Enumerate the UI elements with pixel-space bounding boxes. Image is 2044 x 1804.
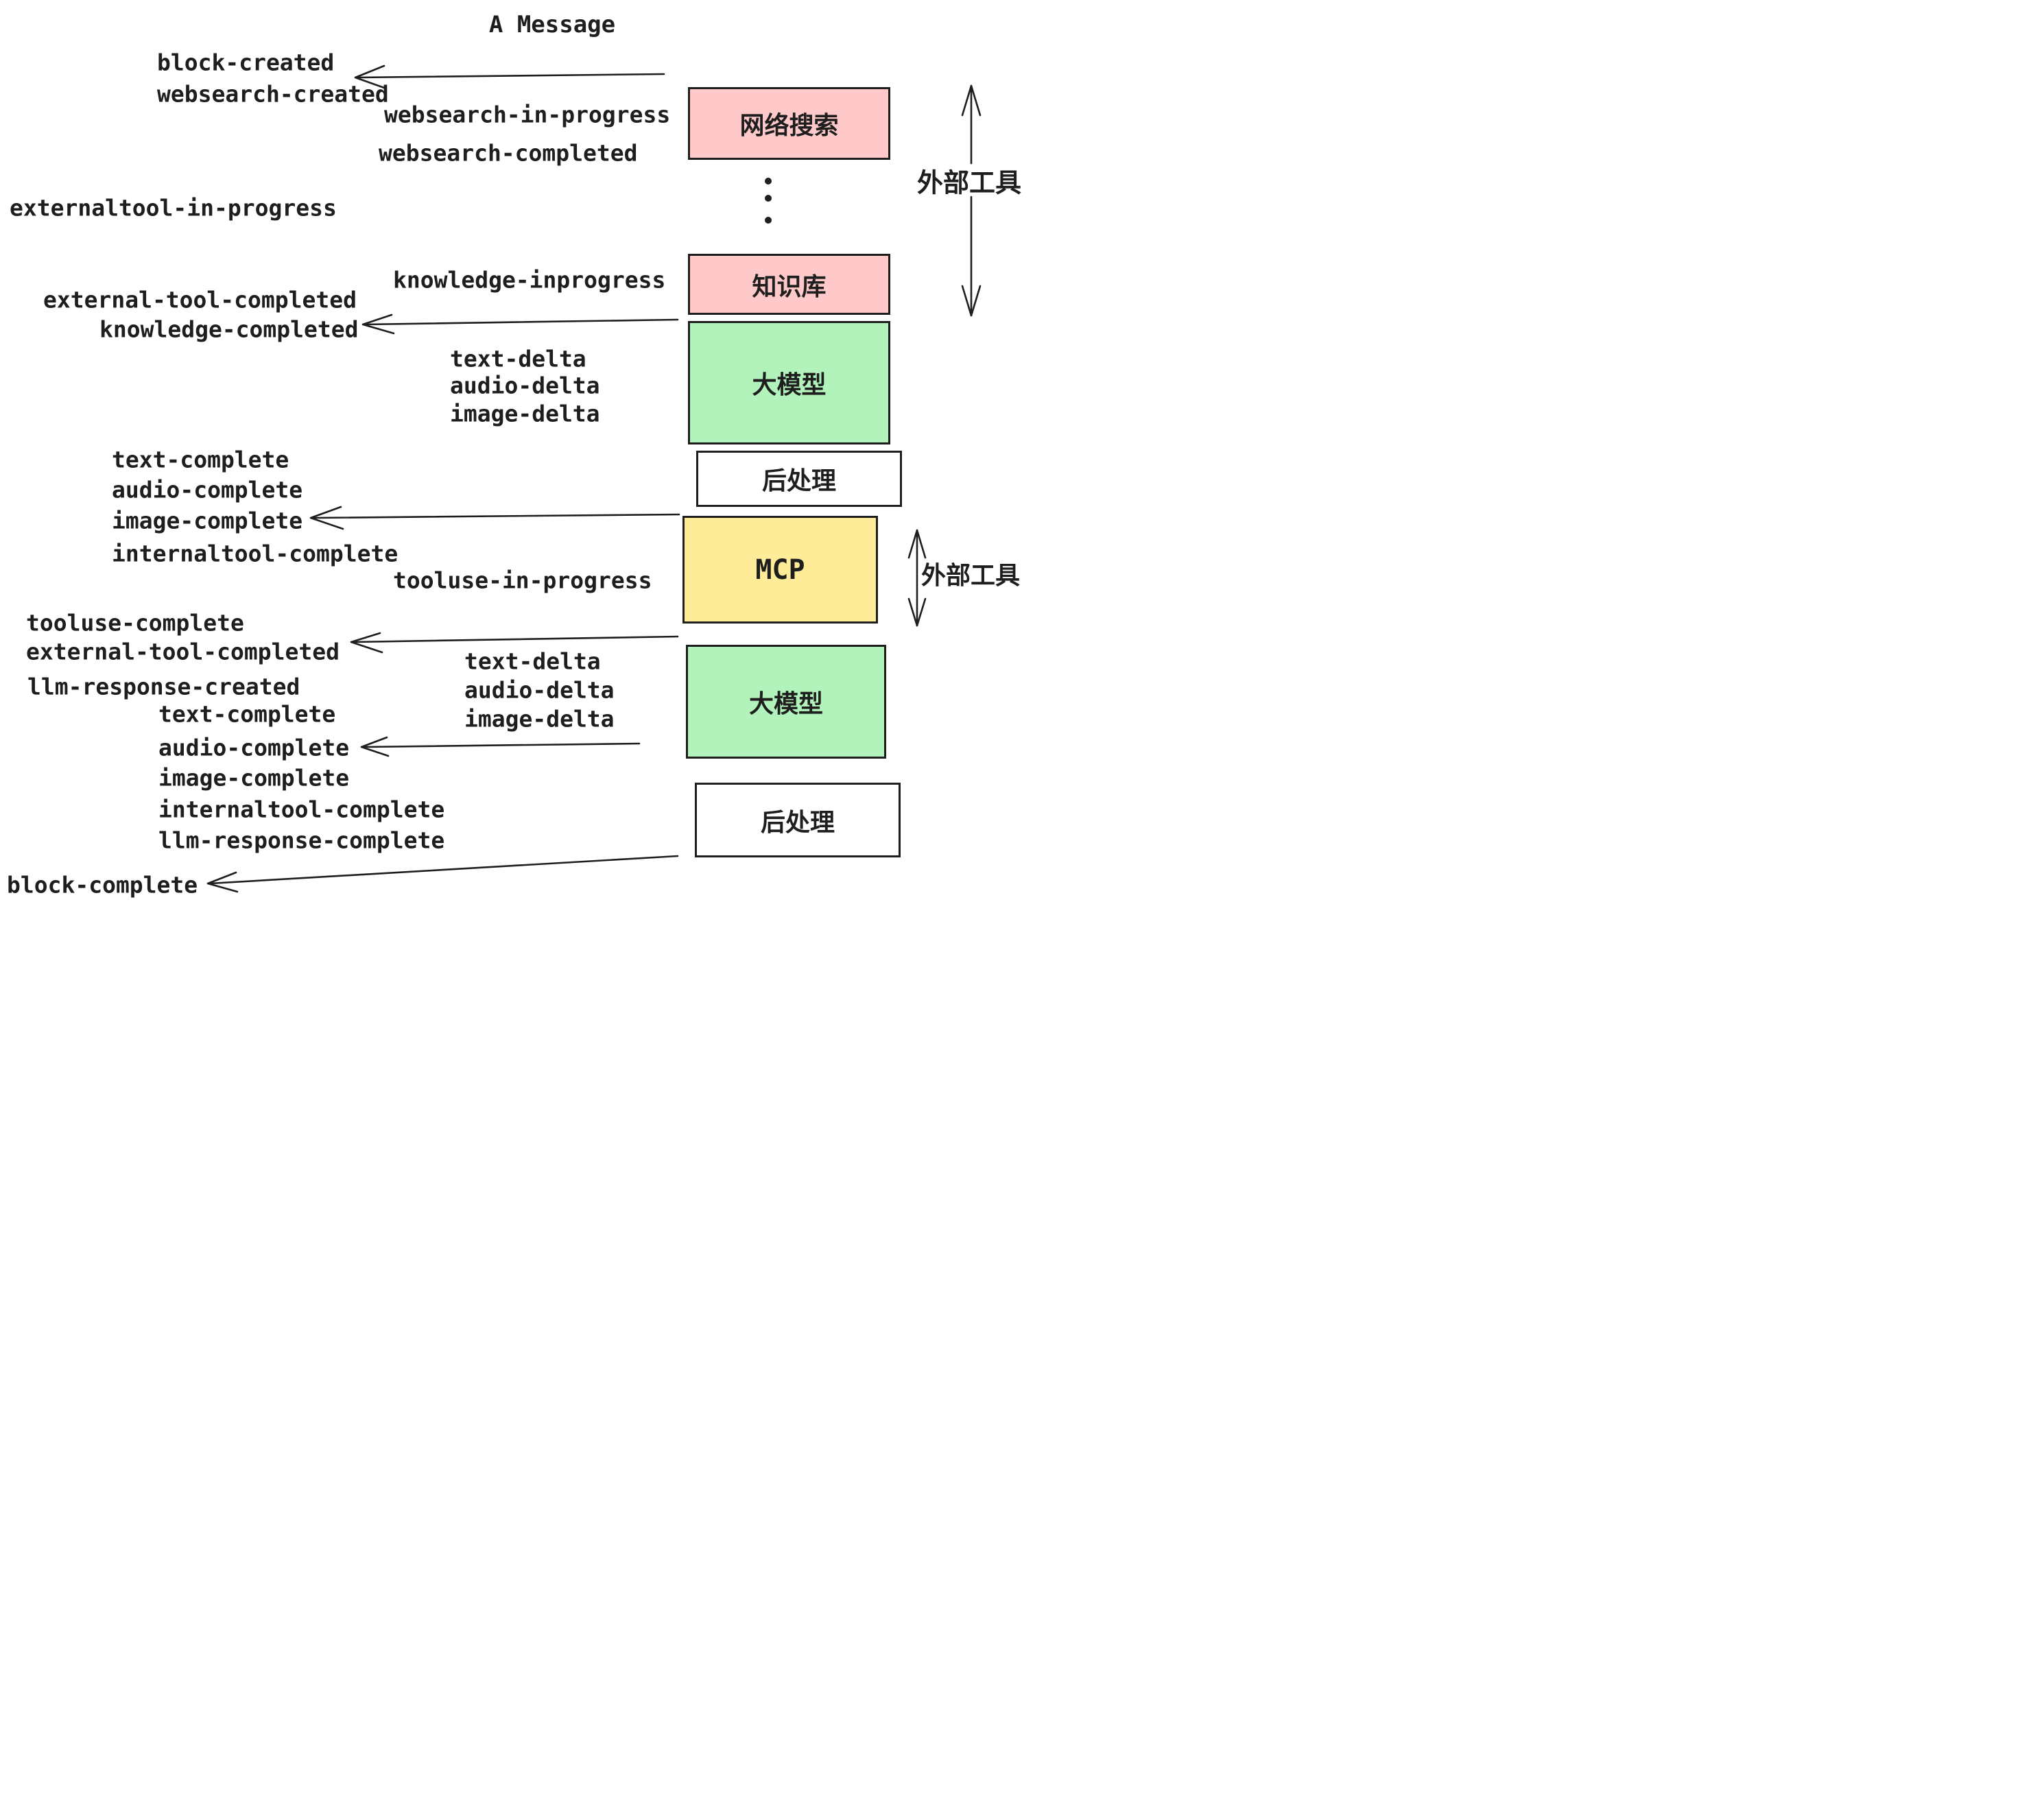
- arrow-head-block-complete: [206, 871, 239, 893]
- event-label-text-complete-2: text-complete: [158, 700, 336, 728]
- event-label-audio-complete-1: audio-complete: [112, 476, 303, 503]
- box-llm-top: 大模型: [688, 321, 890, 444]
- box-knowledge-label: 知识库: [752, 272, 827, 301]
- box-websearch: 网络搜索: [688, 87, 890, 160]
- event-label-websearch-completed: websearch-completed: [379, 139, 638, 167]
- event-label-image-delta-1: image-delta: [450, 400, 600, 427]
- event-label-audio-delta-2: audio-delta: [464, 676, 615, 704]
- arrow-line-audio-complete: [362, 742, 641, 748]
- event-label-block-created: block-created: [157, 49, 335, 76]
- event-label-external-tool-completed-2: external-tool-completed: [26, 638, 340, 665]
- box-llm-bottom: 大模型: [686, 645, 886, 759]
- box-websearch-label: 网络搜索: [739, 112, 839, 140]
- event-label-externaltool-in-progress: externaltool-in-progress: [10, 194, 337, 222]
- ellipsis-dot: [765, 195, 772, 202]
- diagram-canvas: A Message 网络搜索 知识库 大模型 后处理 MCP 大模型 后处理 外…: [0, 0, 1022, 902]
- arrow-head-knowledge-completed: [361, 313, 395, 335]
- double-arrow-mcp-down-head: [907, 597, 927, 627]
- box-mcp-label: MCP: [755, 554, 805, 586]
- arrow-line-knowledge-completed: [363, 318, 679, 326]
- event-label-tooluse-in-progress: tooluse-in-progress: [393, 567, 652, 594]
- event-label-llm-response-complete: llm-response-complete: [158, 827, 445, 854]
- event-label-image-delta-2: image-delta: [464, 705, 615, 733]
- event-label-external-tool-completed: external-tool-completed: [43, 286, 357, 313]
- arrow-line-block-complete: [209, 855, 679, 885]
- arrow-line-tooluse-complete: [352, 635, 679, 643]
- box-postprocess-bottom-label: 后处理: [760, 808, 835, 837]
- event-label-text-complete-1: text-complete: [112, 446, 289, 473]
- box-llm-top-label: 大模型: [752, 371, 827, 399]
- event-label-knowledge-completed: knowledge-completed: [99, 316, 359, 343]
- box-knowledge: 知识库: [688, 254, 890, 315]
- arrow-head-audio-complete: [360, 736, 390, 757]
- event-label-audio-complete-2: audio-complete: [158, 734, 350, 761]
- connector-layer: [206, 64, 982, 893]
- event-label-image-complete-2: image-complete: [158, 764, 350, 792]
- external-tools-label-middle: 外部工具: [921, 562, 1021, 590]
- event-label-image-complete-1: image-complete: [112, 507, 303, 534]
- double-arrow-top-up-head: [961, 84, 982, 117]
- event-label-internaltool-complete-1: internaltool-complete: [112, 540, 399, 567]
- box-llm-bottom-label: 大模型: [748, 690, 823, 718]
- arrow-line-image-complete: [311, 513, 680, 519]
- double-arrow-mcp-up-head: [907, 529, 927, 559]
- event-label-tooluse-complete: tooluse-complete: [26, 609, 244, 637]
- external-tools-label-top: 外部工具: [916, 167, 1022, 198]
- box-postprocess-top-label: 后处理: [761, 467, 836, 495]
- event-label-llm-response-created: llm-response-created: [27, 673, 300, 700]
- arrow-head-block-created: [354, 64, 388, 90]
- page-title: A Message: [488, 11, 616, 38]
- arrow-head-tooluse-complete: [350, 632, 383, 654]
- box-mcp: MCP: [682, 516, 878, 624]
- event-label-text-delta-1: text-delta: [450, 345, 586, 372]
- arrow-line-block-created: [355, 73, 665, 79]
- ellipsis-dot: [765, 178, 772, 185]
- arrow-head-image-complete: [309, 506, 344, 530]
- event-label-websearch-in-progress: websearch-in-progress: [384, 101, 671, 128]
- event-label-text-delta-2: text-delta: [464, 648, 601, 675]
- double-arrow-top-down-head: [961, 285, 982, 317]
- event-label-internaltool-complete-2: internaltool-complete: [158, 796, 445, 823]
- ellipsis-dot: [765, 217, 772, 224]
- event-label-knowledge-inprogress: knowledge-inprogress: [393, 266, 666, 294]
- event-label-audio-delta-1: audio-delta: [450, 372, 600, 399]
- event-label-block-complete: block-complete: [7, 871, 198, 899]
- box-postprocess-top: 后处理: [696, 451, 902, 507]
- event-label-websearch-created: websearch-created: [157, 80, 389, 108]
- box-postprocess-bottom: 后处理: [695, 783, 901, 857]
